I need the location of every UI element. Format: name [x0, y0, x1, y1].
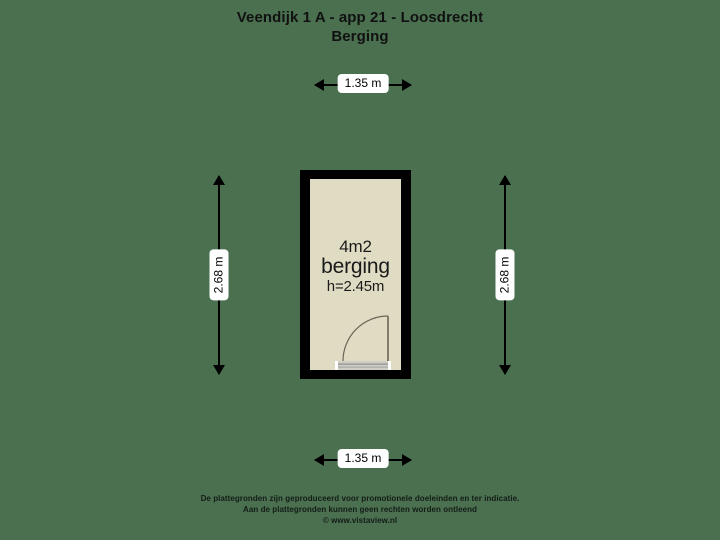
page-title-line-2: Berging — [331, 28, 389, 45]
room-height-label: h=2.45m — [326, 278, 385, 295]
dimension-left-height: 2.68 m — [208, 175, 230, 375]
room-label-group: 4m2 berging h=2.45m — [300, 238, 411, 294]
footer-disclaimer: De plattegronden zijn geproduceerd voor … — [0, 493, 720, 526]
dimension-top-width: 1.35 m — [314, 74, 412, 96]
dimension-bottom-width: 1.35 m — [314, 449, 412, 471]
footer-line-1: De plattegronden zijn geproduceerd voor … — [200, 494, 520, 503]
dimension-right-label: 2.68 m — [495, 249, 515, 301]
arrow-right-icon — [402, 454, 412, 466]
arrow-up-icon — [213, 175, 225, 185]
arrow-down-icon — [499, 365, 511, 375]
dimension-top-label: 1.35 m — [337, 74, 389, 93]
dimension-right-height: 2.68 m — [494, 175, 516, 375]
footer-line-3: © www.vistaview.nl — [322, 516, 398, 525]
dimension-left-label: 2.68 m — [209, 249, 229, 301]
page-title-line-1: Veendijk 1 A - app 21 - Loosdrecht — [236, 9, 484, 26]
room-name-label: berging — [321, 255, 390, 278]
room-area-label: 4m2 — [339, 237, 372, 256]
footer-line-2: Aan de plattegronden kunnen geen rechten… — [243, 505, 477, 514]
arrow-down-icon — [213, 365, 225, 375]
arrow-left-icon — [314, 454, 324, 466]
page-title: Veendijk 1 A - app 21 - Loosdrecht Bergi… — [0, 8, 720, 46]
arrow-left-icon — [314, 79, 324, 91]
arrow-right-icon — [402, 79, 412, 91]
arrow-up-icon — [499, 175, 511, 185]
dimension-bottom-label: 1.35 m — [337, 449, 389, 468]
